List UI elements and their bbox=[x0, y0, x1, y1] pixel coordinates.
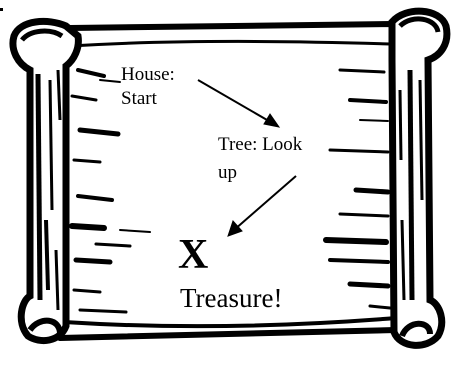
corner-mark bbox=[0, 8, 3, 11]
treasure-label: Treasure! bbox=[180, 283, 283, 313]
left-roll bbox=[9, 17, 82, 345]
arrow-icon bbox=[227, 175, 297, 237]
tree-label-up: up bbox=[218, 162, 237, 183]
right-roll bbox=[388, 7, 451, 349]
x-mark: X bbox=[178, 232, 209, 278]
tree-label: Tree: Look bbox=[218, 134, 303, 155]
house-label-start: Start bbox=[121, 88, 157, 109]
house-label: House: bbox=[121, 64, 175, 85]
arrow-icon bbox=[197, 79, 281, 128]
